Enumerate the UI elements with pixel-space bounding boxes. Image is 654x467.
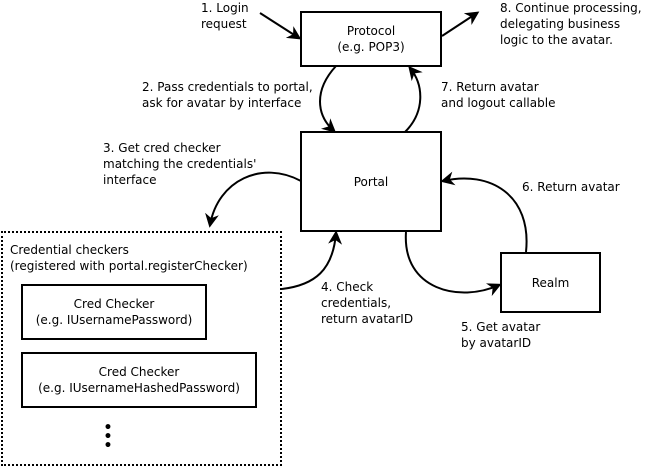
more-checkers-ellipsis: • • • — [102, 420, 114, 454]
realm-node: Realm — [500, 252, 601, 313]
step-8-line: 8. Continue processing, — [500, 1, 642, 15]
step-5-line: 5. Get avatar — [461, 320, 541, 334]
cred-checker-subtitle: (e.g. IUsernameHashedPassword) — [38, 381, 240, 395]
step-8-line: logic to the avatar. — [500, 33, 613, 47]
step-6-label: 6. Return avatar — [522, 179, 620, 195]
protocol-subtitle: (e.g. POP3) — [337, 40, 405, 54]
step-3-line: interface — [103, 173, 157, 187]
step-3-label: 3. Get cred checker matching the credent… — [103, 140, 256, 188]
step-2-line: 2. Pass credentials to portal, — [142, 80, 313, 94]
cred-checker-node: Cred Checker (e.g. IUsernamePassword) — [21, 284, 207, 340]
credential-checkers-label: Credential checkers (registered with por… — [10, 242, 248, 274]
step-8-line: delegating business — [500, 17, 621, 31]
ellipsis-dot: • — [103, 429, 113, 445]
step-5-line: by avatarID — [461, 336, 532, 350]
portal-title: Portal — [353, 174, 389, 189]
step-3-line: 3. Get cred checker — [103, 141, 221, 155]
step-2-label: 2. Pass credentials to portal, ask for a… — [142, 79, 313, 111]
credential-checkers-title: Credential checkers — [10, 243, 129, 257]
arrow-step-4 — [281, 230, 343, 290]
realm-title: Realm — [531, 275, 570, 290]
protocol-node: Protocol (e.g. POP3) — [300, 11, 442, 67]
step-1-line: 1. Login — [201, 1, 249, 15]
arrow-step-5 — [404, 231, 502, 297]
arrow-step-2 — [319, 65, 337, 133]
portal-node: Portal — [300, 131, 442, 232]
credential-checkers-subtitle: (registered with portal.registerChecker) — [10, 259, 248, 273]
cred-checker-title: Cred Checker — [73, 297, 155, 311]
step-2-line: ask for avatar by interface — [142, 96, 302, 110]
cred-checker-subtitle: (e.g. IUsernamePassword) — [35, 313, 193, 327]
step-4-line: credentials, — [321, 296, 392, 310]
cred-checker-title: Cred Checker — [98, 365, 180, 379]
step-4-line: 4. Check — [321, 280, 374, 294]
step-6-line: 6. Return avatar — [522, 180, 620, 194]
ellipsis-dot: • — [103, 438, 113, 454]
step-1-label: 1. Login request — [201, 0, 249, 32]
step-7-label: 7. Return avatar and logout callable — [441, 79, 555, 111]
step-4-line: return avatarID — [321, 312, 414, 326]
arrow-step-1 — [259, 12, 302, 40]
arrow-step-3 — [205, 171, 302, 228]
cred-checker-node: Cred Checker (e.g. IUsernameHashedPasswo… — [21, 352, 257, 408]
step-4-label: 4. Check credentials, return avatarID — [321, 279, 413, 327]
arrow-step-8 — [441, 11, 480, 37]
step-7-line: 7. Return avatar — [441, 80, 539, 94]
step-3-line: matching the credentials' — [103, 157, 257, 171]
credential-checkers-group — [1, 231, 282, 466]
arrow-step-7 — [404, 65, 423, 133]
step-1-line: request — [201, 17, 247, 31]
ellipsis-dot: • — [103, 420, 113, 436]
protocol-title: Protocol — [346, 24, 396, 38]
step-8-label: 8. Continue processing, delegating busin… — [500, 0, 642, 48]
step-5-label: 5. Get avatar by avatarID — [461, 319, 540, 351]
step-7-line: and logout callable — [441, 96, 556, 110]
arrow-step-6 — [440, 171, 528, 253]
